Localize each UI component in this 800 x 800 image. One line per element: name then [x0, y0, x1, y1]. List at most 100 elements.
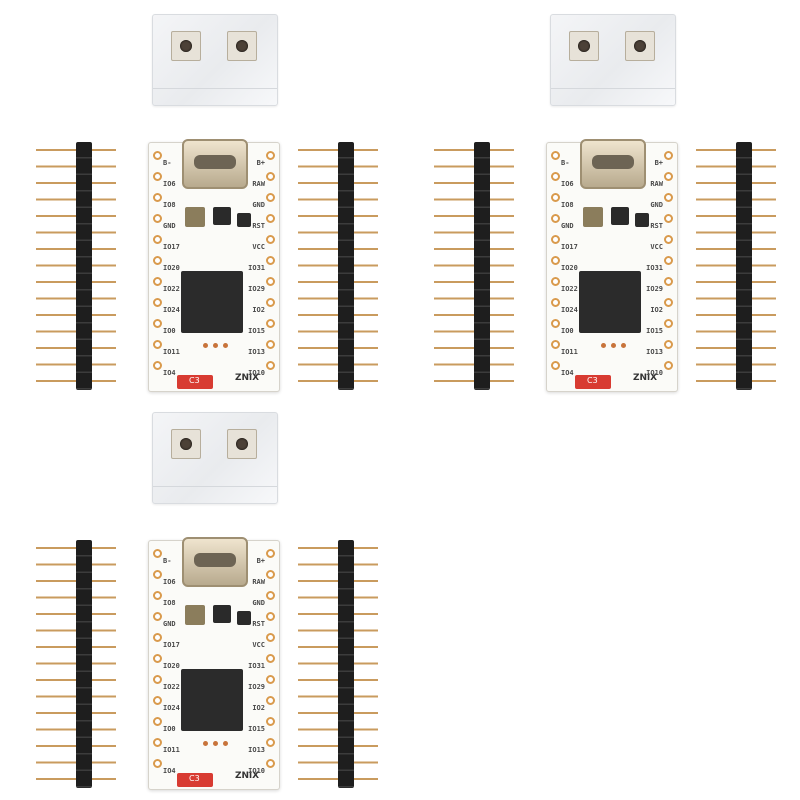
silk-label-right: IO31 — [248, 662, 265, 670]
pin-pad-left — [551, 256, 560, 265]
silk-label-right: VCC — [252, 641, 265, 649]
pin-pad-left — [153, 256, 162, 265]
crystal — [185, 605, 205, 625]
silk-label-right: IO13 — [248, 746, 265, 754]
pin-pad-left — [153, 591, 162, 600]
pin-header-right — [298, 540, 378, 788]
pin-pad-right — [664, 172, 673, 181]
tactile-switch-pack — [152, 412, 278, 504]
led-marker: C3 — [575, 375, 611, 389]
pin-pad-left — [153, 633, 162, 642]
silk-label-left: IO24 — [163, 306, 180, 314]
pin-pad-right — [266, 675, 275, 684]
silk-label-left: IO24 — [163, 704, 180, 712]
silk-label-right: RAW — [252, 578, 265, 586]
silk-label-left: IO4 — [163, 369, 176, 377]
pin-pad-right — [664, 256, 673, 265]
pin-pad-right — [266, 633, 275, 642]
silk-label-right: B+ — [654, 159, 663, 167]
silk-label-left: IO17 — [163, 243, 180, 251]
pin-pad-right — [266, 717, 275, 726]
silk-label-left: IO0 — [163, 327, 176, 335]
pin-pad-right — [266, 193, 275, 202]
pin-pad-left — [153, 654, 162, 663]
pin-pad-right — [664, 277, 673, 286]
silk-label-right: IO15 — [248, 327, 265, 335]
silk-label-right: GND — [252, 599, 265, 607]
pin-pad-left — [551, 172, 560, 181]
pin-pad-right — [664, 319, 673, 328]
pin-pad-right — [266, 654, 275, 663]
small-ic — [635, 213, 649, 227]
pin-pad-left — [153, 172, 162, 181]
silk-label-left: IO22 — [561, 285, 578, 293]
silk-label-right: IO10 — [248, 369, 265, 377]
usb-c-connector — [182, 139, 248, 189]
silk-label-left: IO24 — [561, 306, 578, 314]
pin-header-left — [36, 142, 116, 390]
silk-label-right: IO2 — [252, 704, 265, 712]
silk-label-right: IO31 — [646, 264, 663, 272]
silk-label-right: IO29 — [248, 285, 265, 293]
silk-label-left: IO17 — [163, 641, 180, 649]
silk-label-left: IO11 — [163, 746, 180, 754]
mcu-chip — [181, 271, 243, 333]
pin-pad-left — [551, 193, 560, 202]
pin-pad-right — [266, 277, 275, 286]
silk-label-left: IO4 — [561, 369, 574, 377]
pin-pad-left — [153, 717, 162, 726]
usb-c-connector — [182, 537, 248, 587]
tactile-switch — [171, 31, 201, 61]
silk-label-right: IO29 — [248, 683, 265, 691]
silk-label-left: IO0 — [163, 725, 176, 733]
silk-label-right: IO10 — [646, 369, 663, 377]
silk-label-left: GND — [163, 222, 176, 230]
pin-pad-right — [266, 340, 275, 349]
silk-label-left: IO11 — [163, 348, 180, 356]
tactile-switch — [625, 31, 655, 61]
led-marker: C3 — [177, 375, 213, 389]
small-ic — [237, 213, 251, 227]
silk-label-right: B+ — [256, 159, 265, 167]
tactile-switch — [171, 429, 201, 459]
pin-header-right — [298, 142, 378, 390]
silk-label-right: B+ — [256, 557, 265, 565]
pin-pad-right — [266, 319, 275, 328]
silk-label-right: RST — [252, 620, 265, 628]
pin-pad-right — [266, 570, 275, 579]
crystal — [185, 207, 205, 227]
silk-label-right: IO2 — [252, 306, 265, 314]
pin-pad-left — [551, 214, 560, 223]
silk-label-left: IO11 — [561, 348, 578, 356]
pin-pad-left — [153, 298, 162, 307]
silk-label-right: RST — [650, 222, 663, 230]
silk-label-left: IO6 — [163, 578, 176, 586]
pin-pad-left — [153, 214, 162, 223]
pin-pad-left — [153, 340, 162, 349]
silk-label-right: RAW — [650, 180, 663, 188]
pin-pad-right — [266, 298, 275, 307]
led-marker: C3 — [177, 773, 213, 787]
pin-pad-right — [266, 696, 275, 705]
pin-pad-left — [551, 340, 560, 349]
pin-pad-right — [266, 256, 275, 265]
silk-label-right: IO10 — [248, 767, 265, 775]
pin-pad-left — [153, 319, 162, 328]
pin-header-left — [36, 540, 116, 788]
pin-pad-left — [551, 151, 560, 160]
silk-label-right: RST — [252, 222, 265, 230]
usb-c-connector — [580, 139, 646, 189]
silk-label-right: IO2 — [650, 306, 663, 314]
pin-pad-left — [551, 319, 560, 328]
pin-pad-left — [551, 298, 560, 307]
pin-pad-right — [266, 591, 275, 600]
silk-label-right: VCC — [650, 243, 663, 251]
silk-label-left: GND — [561, 222, 574, 230]
led-label: C3 — [587, 376, 598, 385]
tactile-switch — [569, 31, 599, 61]
tactile-switch-pack — [550, 14, 676, 106]
silk-label-left: IO6 — [163, 180, 176, 188]
silk-label-right: GND — [650, 201, 663, 209]
